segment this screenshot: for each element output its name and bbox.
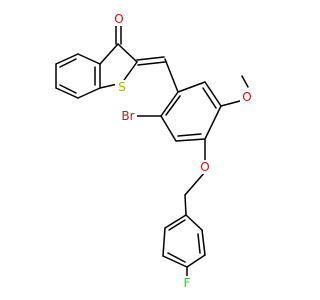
molecule-structure: O S Br O O F [55, 12, 254, 290]
atom-labels: O S Br O O F [112, 12, 254, 290]
bond [177, 81, 206, 93]
bond [77, 53, 101, 65]
bond [99, 43, 119, 65]
bond [165, 95, 181, 116]
atom-f: F [184, 276, 191, 290]
bond [164, 214, 187, 229]
bond [160, 115, 177, 142]
bond [175, 138, 206, 142]
bond [201, 229, 206, 256]
label-background [198, 160, 212, 174]
atom-s-thiophene: S [118, 80, 126, 94]
bond [55, 87, 79, 99]
label-background [115, 80, 129, 94]
bond [220, 100, 241, 107]
bond [160, 91, 179, 117]
bond [177, 133, 202, 137]
bond [168, 219, 186, 231]
bond [167, 252, 186, 263]
atom-o-ether: O [200, 160, 209, 174]
bond [162, 227, 166, 257]
bond [164, 58, 179, 93]
atom-o-methoxy: O [242, 90, 251, 104]
bond [186, 254, 206, 268]
bond [59, 84, 77, 94]
bond [241, 75, 249, 88]
bond [204, 105, 222, 140]
bond [55, 53, 79, 65]
bond [184, 194, 187, 216]
bond [121, 61, 138, 84]
bond [117, 43, 138, 63]
bond [184, 171, 206, 196]
atom-br: Br [121, 109, 134, 123]
bond [204, 81, 222, 107]
atom-o-carbonyl: O [114, 12, 123, 26]
bond [136, 56, 165, 61]
bond [137, 61, 166, 66]
label-background [119, 109, 137, 123]
bond [59, 58, 77, 68]
bond [185, 214, 203, 231]
bond [202, 87, 217, 109]
bond [77, 87, 101, 99]
bond [162, 255, 188, 268]
bond [197, 233, 201, 254]
bond-skeleton [55, 23, 249, 279]
label-background [180, 276, 194, 290]
label-background [240, 90, 254, 104]
label-background [112, 12, 126, 26]
